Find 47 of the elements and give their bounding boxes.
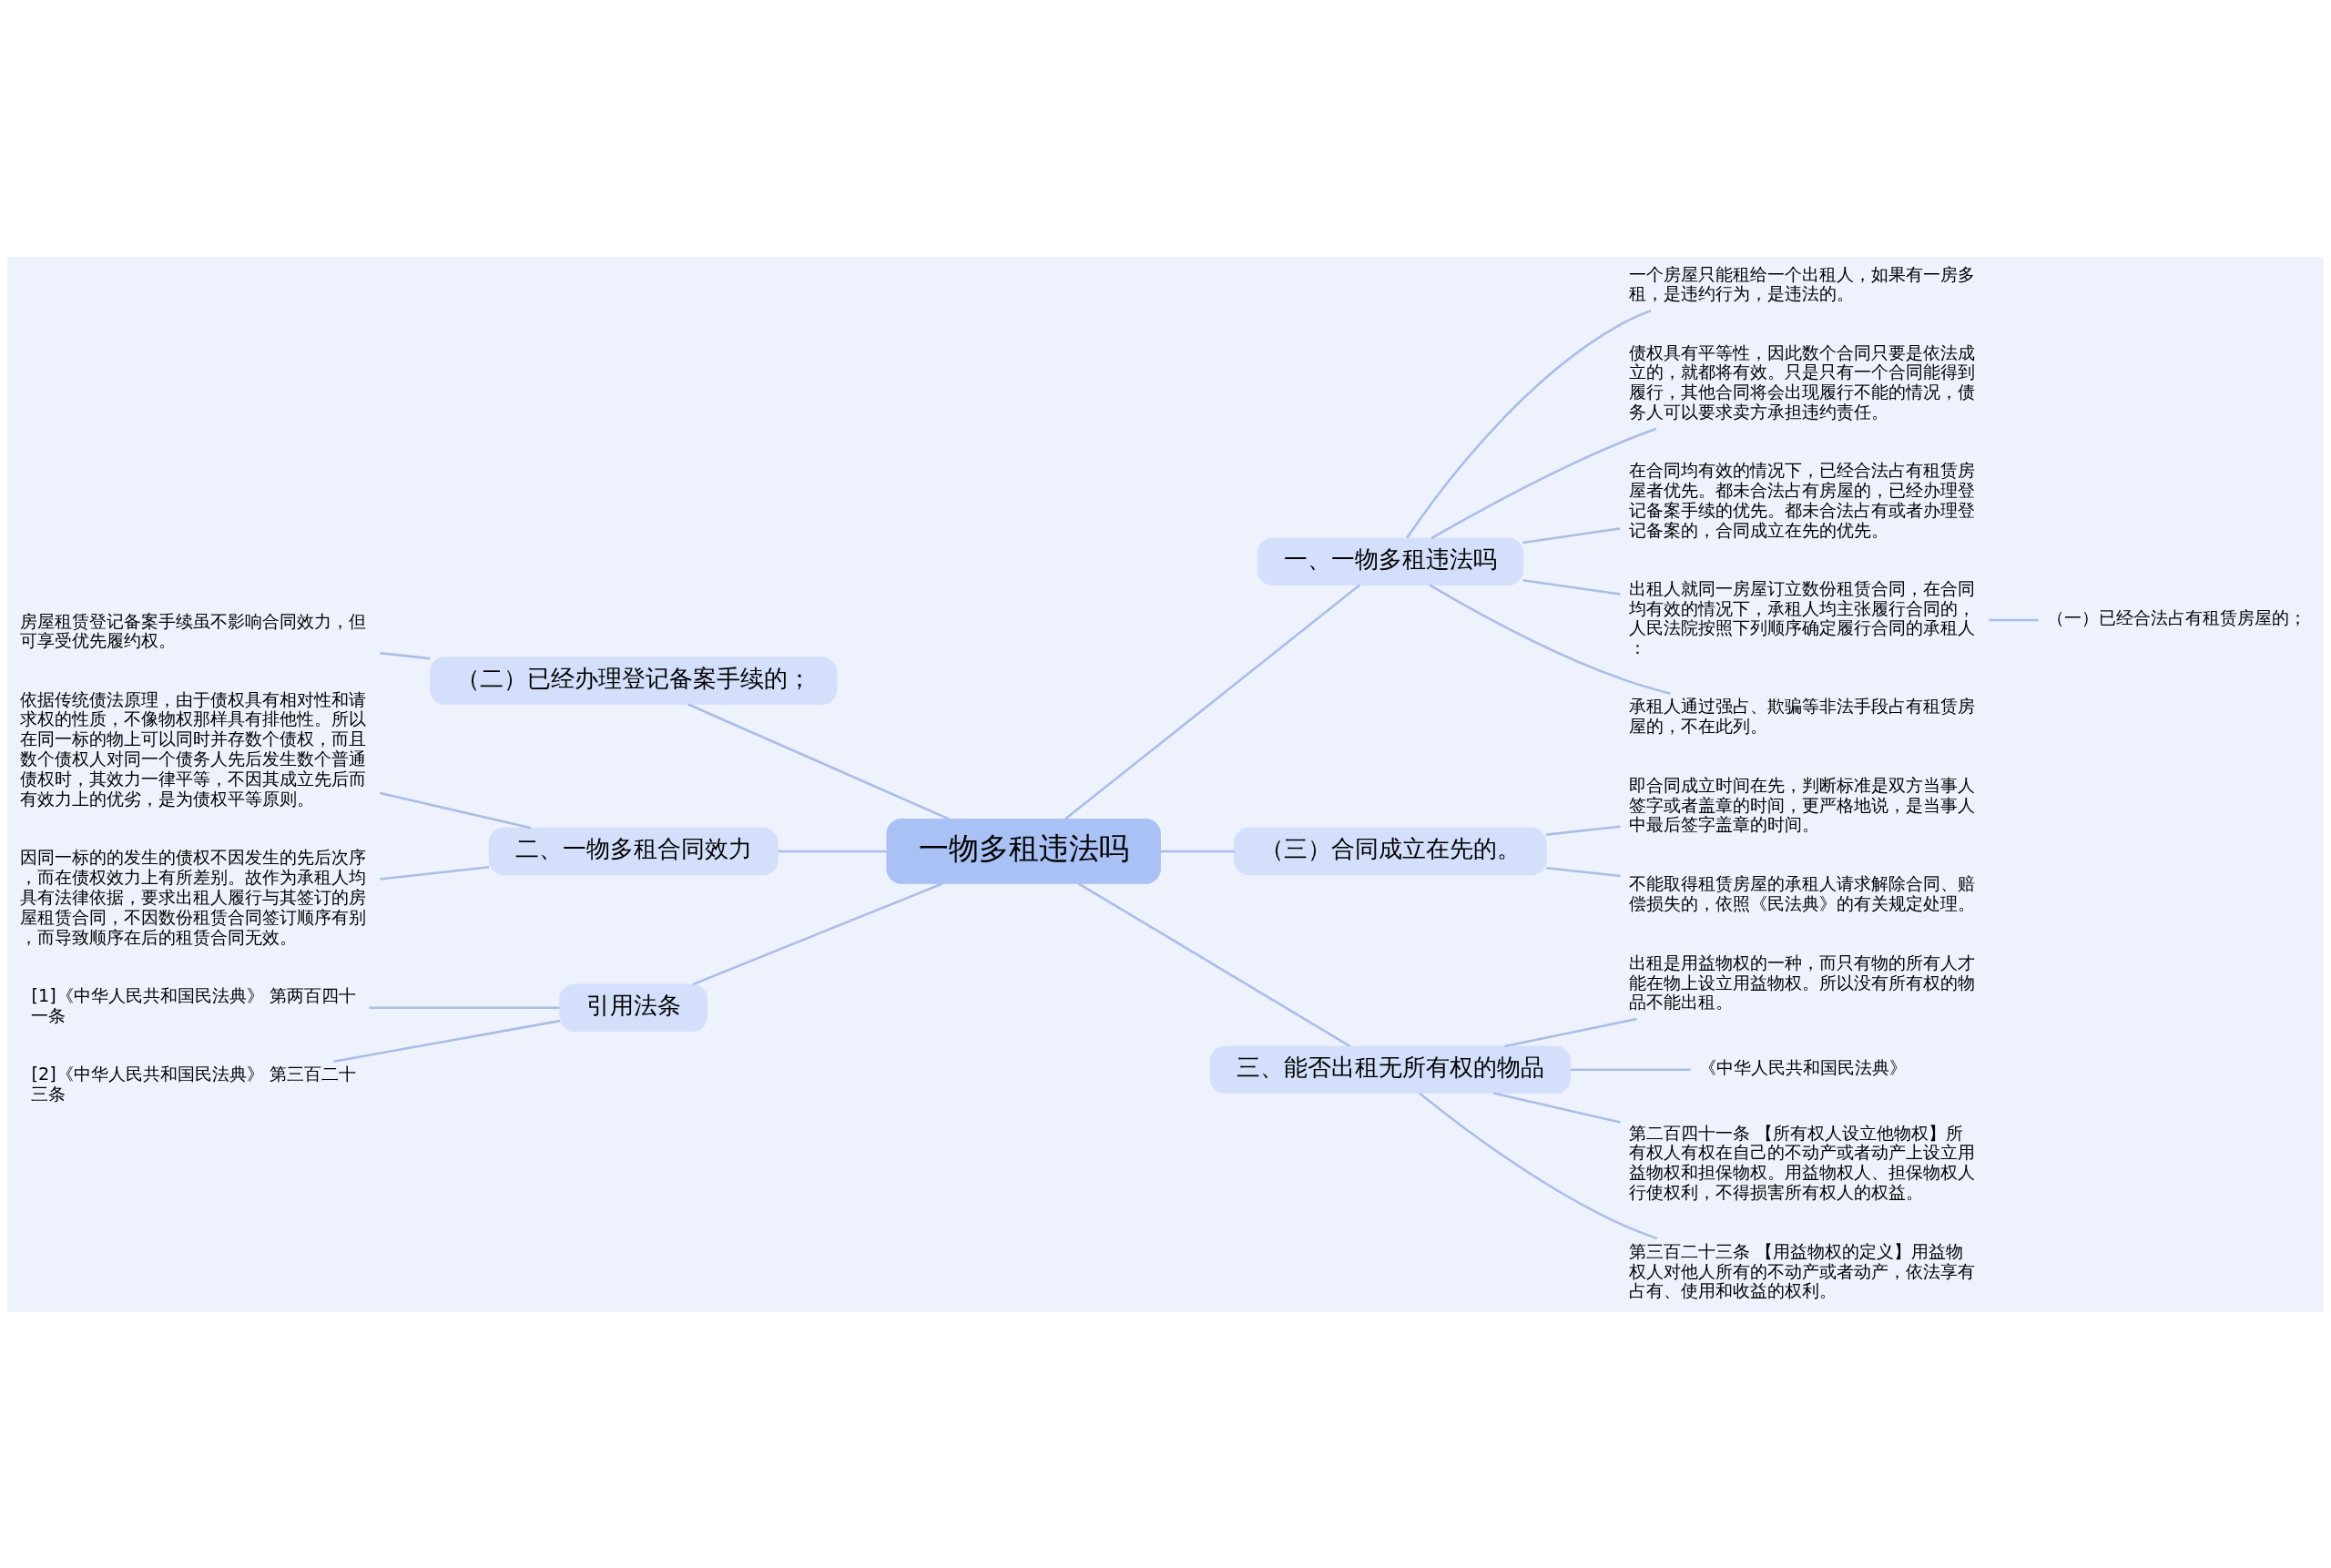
connector — [1160, 850, 1235, 852]
node-text: 债权具有平等性，因此数个合同只要是依法成立的，就都将有效。只是只有一个合同能得到履行，其他合同将会出现履行不能的情况，债务人可以要求卖方承担违约责任。 — [1628, 341, 1975, 423]
node-text: [1]《中华人民共和国民法典》 第两百四十一条 — [31, 984, 356, 1026]
connector — [1492, 1091, 1621, 1124]
node-text: 依据传统债法原理，由于债权具有相对性和请求权的性质，不像物权那样具有排他性。所以在同一标的物上可以同时并存数个债权，而且数个债权人对同一个债务人先后发生数个普通债权时，其效力一律平等，不因其成立先后而有效力上的优劣，是为债权平等原则。 — [20, 688, 367, 809]
node-box: 引用法条 — [559, 983, 708, 1032]
connector — [778, 850, 887, 852]
node-text: 第二百四十一条 【所有权人设立他物权】所有权人有权在自己的不动产或者动产上设立用益物权和担保物权。用益物权人、担保物权人行使权利，不得损害所有权人的权益。 — [1628, 1122, 1975, 1203]
node-box: 一物多租违法吗 — [886, 818, 1161, 884]
connector — [1522, 526, 1621, 544]
connector — [1546, 866, 1621, 877]
connector — [1989, 618, 2039, 621]
connector — [1570, 1068, 1691, 1071]
connector — [692, 881, 943, 985]
node-text: 承租人通过强占、欺骗等非法手段占有租赁房屋的，不在此列。 — [1628, 695, 1975, 737]
connector — [380, 651, 431, 659]
connector — [1064, 584, 1361, 820]
node-text: （一）已经合法占有租赁房屋的； — [2046, 606, 2306, 628]
connector — [1077, 881, 1351, 1047]
connector — [1522, 578, 1621, 596]
node-text: 出租是用益物权的一种，而只有物的所有人才能在物上设立用益物权。所以没有所有权的物品不能出租。 — [1628, 952, 1975, 1013]
node-text: 第三百二十三条 【用益物权的定义】用益物权人对他人所有的不动产或者动产，依法享有占有、使用和收益的权利。 — [1628, 1240, 1975, 1301]
node-box: （二）已经办理登记备案手续的； — [429, 656, 838, 705]
connector — [380, 865, 490, 881]
connector — [1406, 309, 1652, 539]
node-text: 即合同成立时间在先，判断标准是双方当事人签字或者盖章的时间，更严格地说，是当事人中最后签字盖章的时间。 — [1628, 774, 1975, 835]
node-text: 《中华人民共和国民法典》 — [1698, 1056, 1907, 1078]
connector — [1419, 1092, 1658, 1239]
node-text: 出租人就同一房屋订立数份租赁合同，在合同均有效的情况下，承租人均主张履行合同的，人民法院按照下列顺序确定履行合同的承租人： — [1628, 577, 1975, 658]
node-box: 二、一物多租合同效力 — [488, 827, 779, 875]
node-box: 一、一物多租违法吗 — [1257, 537, 1524, 585]
node-text: [2]《中华人民共和国民法典》 第三百二十三条 — [31, 1063, 356, 1105]
connector — [1504, 1017, 1637, 1047]
node-box: （三）合同成立在先的。 — [1234, 827, 1547, 875]
node-text: 一个房屋只能租给一个出租人，如果有一房多租，是违约行为，是违法的。 — [1628, 263, 1975, 304]
node-text: 在合同均有效的情况下，已经合法占有租赁房屋者优先。都未合法占有房屋的，已经办理登记备案手续的优先。都未合法占有或者办理登记备案的，合同成立在先的优先。 — [1628, 459, 1975, 541]
connector — [687, 702, 951, 820]
connector — [369, 1006, 560, 1009]
node-box: 三、能否出租无所有权的物品 — [1209, 1045, 1572, 1094]
connector — [1429, 583, 1671, 695]
node-text: 不能取得租赁房屋的承租人请求解除合同、赔偿损失的，依照《民法典》的有关规定处理。 — [1628, 872, 1975, 914]
node-text: 房屋租赁登记备案手续虽不影响合同效力，但可享受优先履约权。 — [20, 610, 367, 651]
connector — [1546, 825, 1621, 836]
connector — [380, 791, 532, 829]
connector — [1430, 427, 1657, 539]
node-text: 因同一标的的发生的债权不因发生的先后次序，而在债权效力上有所差别。故作为承租人均具有法律依据，要求出租人履行与其签订的房屋租赁合同，不因数份租赁合同签订顺序有别，而导致顺序在后的租赁合同无效。 — [20, 846, 367, 948]
connector — [333, 1019, 561, 1063]
